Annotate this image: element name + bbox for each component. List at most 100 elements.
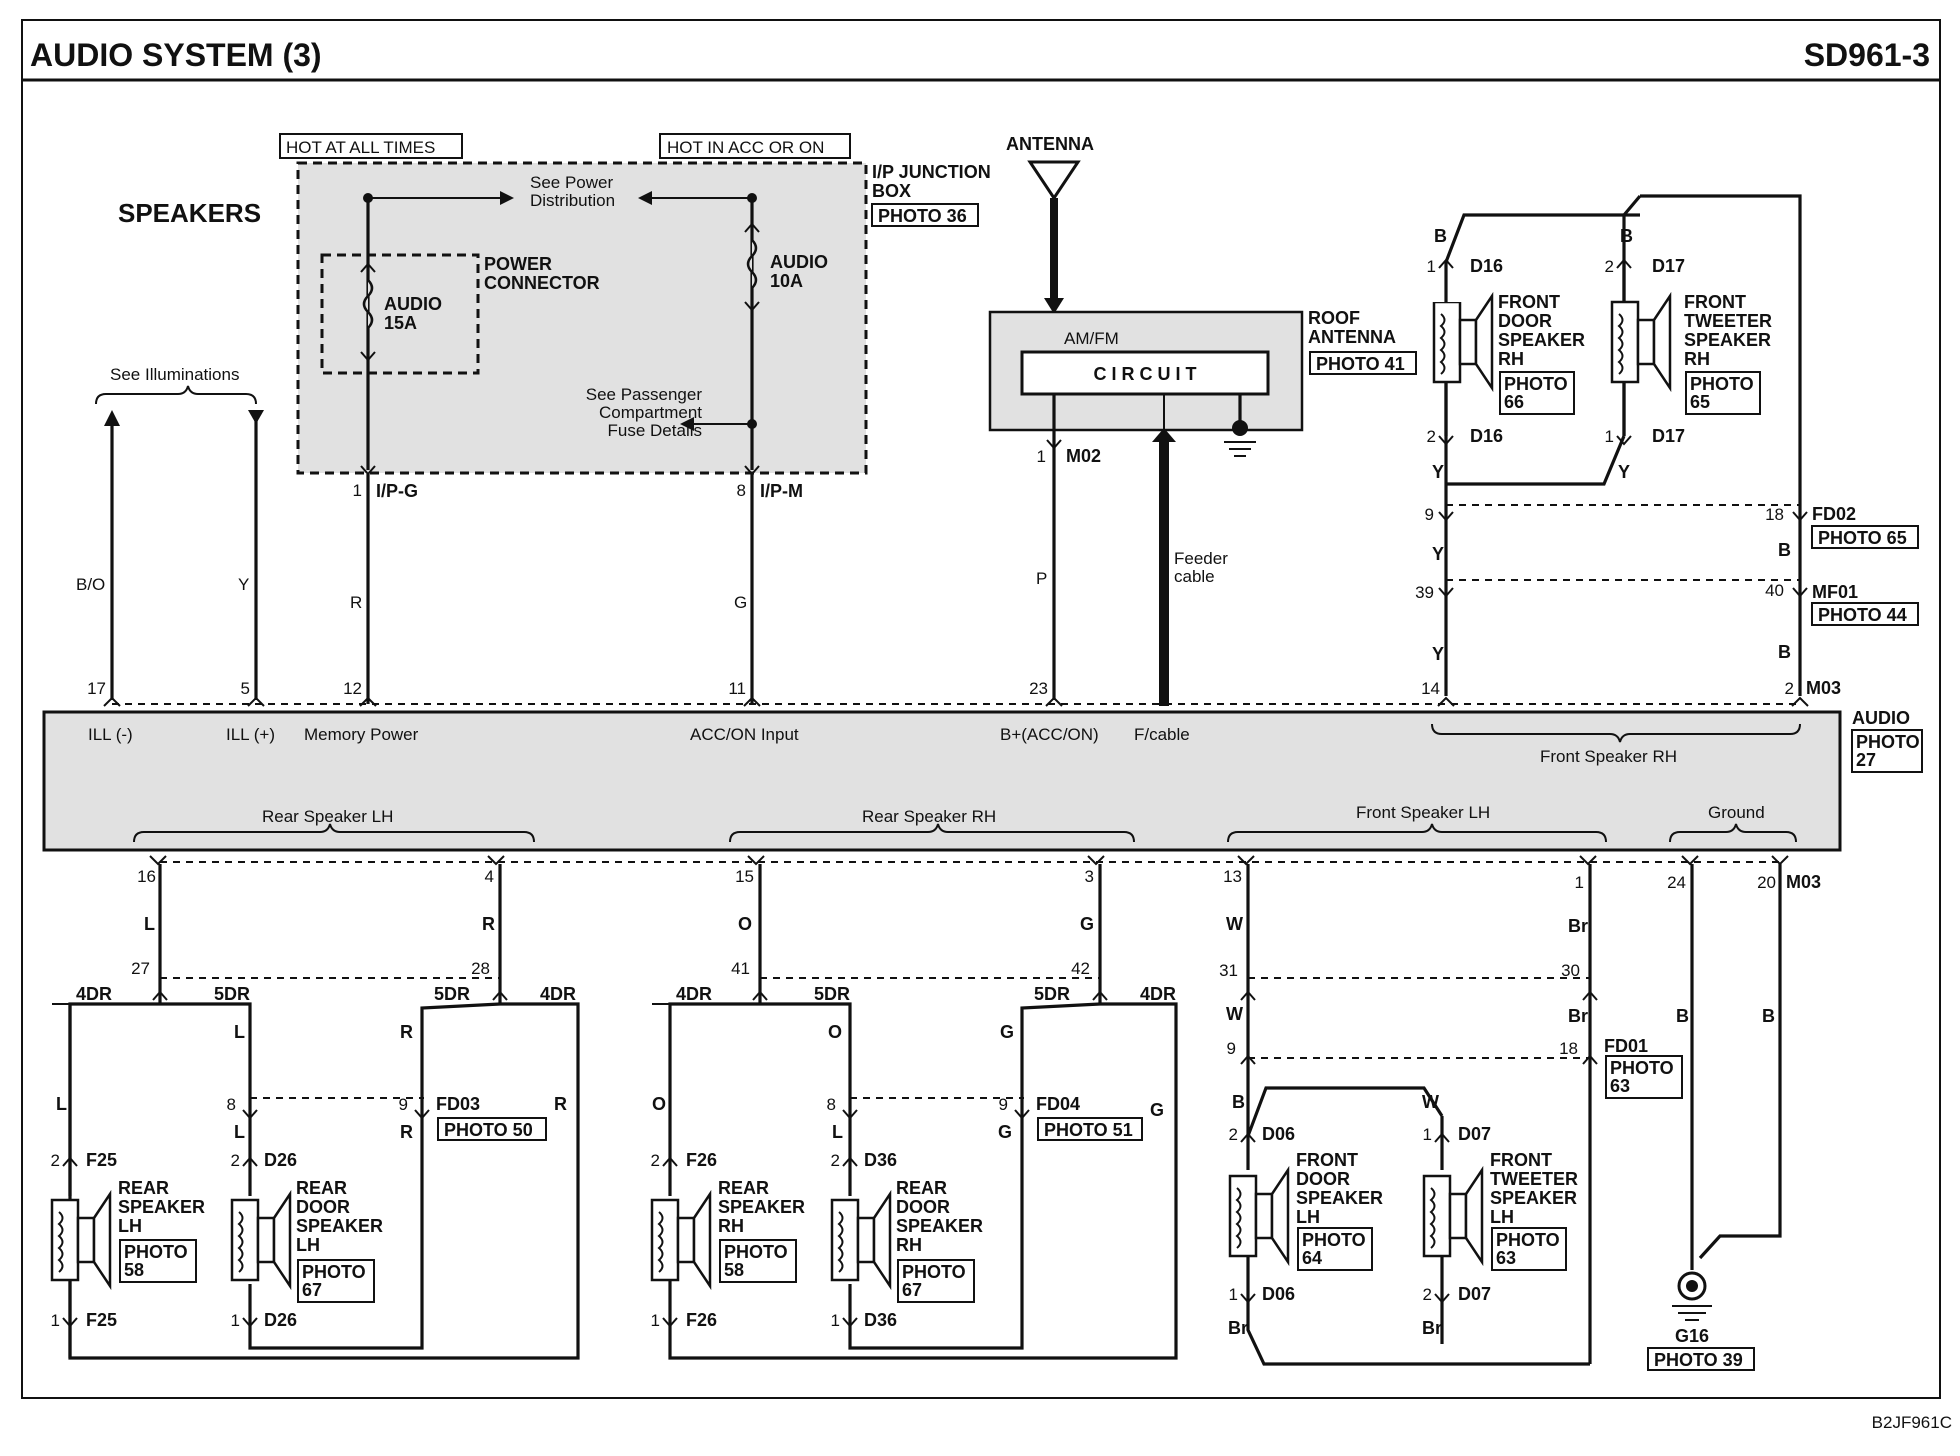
svg-text:14: 14 <box>1421 679 1440 698</box>
svg-text:2: 2 <box>1229 1125 1238 1144</box>
svg-text:8: 8 <box>827 1095 836 1114</box>
svg-text:L: L <box>234 1022 245 1042</box>
junction-box-photo: PHOTO 36 <box>878 206 967 226</box>
svg-text:1: 1 <box>1575 873 1584 892</box>
svg-text:G: G <box>998 1122 1012 1142</box>
group-rear-speaker-lh: Rear Speaker LH <box>262 807 393 826</box>
svg-text:15: 15 <box>735 867 754 886</box>
svg-text:D26: D26 <box>264 1150 297 1170</box>
svg-text:D06: D06 <box>1262 1124 1295 1144</box>
ground-g16: G16 <box>1675 1326 1709 1346</box>
svg-text:2: 2 <box>51 1151 60 1170</box>
figure-id: B2JF961C <box>1872 1413 1952 1432</box>
svg-text:D17: D17 <box>1652 256 1685 276</box>
svg-text:PHOTO 65: PHOTO 65 <box>1818 528 1907 548</box>
svg-text:PHOTO 51: PHOTO 51 <box>1044 1120 1133 1140</box>
svg-text:17: 17 <box>87 679 106 698</box>
svg-text:3: 3 <box>1085 867 1094 886</box>
page-frame <box>21 19 1941 1399</box>
svg-text:M03: M03 <box>1786 872 1821 892</box>
svg-text:G: G <box>1150 1100 1164 1120</box>
svg-text:PHOTO 50: PHOTO 50 <box>444 1120 533 1140</box>
svg-text:41: 41 <box>731 959 750 978</box>
svg-text:4DR: 4DR <box>1140 984 1176 1004</box>
terminal-b-plus: B+(ACC/ON) <box>1000 725 1099 744</box>
section-title: SPEAKERS <box>118 198 261 228</box>
svg-text:W: W <box>1226 914 1243 934</box>
front-speaker-rh-circuit <box>1430 194 1808 696</box>
svg-text:4DR: 4DR <box>76 984 112 1004</box>
svg-text:G: G <box>1000 1022 1014 1042</box>
svg-text:B: B <box>1778 642 1791 662</box>
svg-text:R: R <box>350 593 362 612</box>
terminal-acc-on-input: ACC/ON Input <box>690 725 799 744</box>
svg-text:O: O <box>652 1094 666 1114</box>
svg-text:O: O <box>738 914 752 934</box>
svg-text:1: 1 <box>1037 447 1046 466</box>
hot-acc-on-label: HOT IN ACC OR ON <box>667 138 824 157</box>
see-illuminations: See Illuminations <box>110 365 239 384</box>
svg-text:D07: D07 <box>1458 1124 1491 1144</box>
rear-speaker-rh-circuit <box>650 864 1178 1360</box>
svg-text:D16: D16 <box>1470 256 1503 276</box>
svg-text:39: 39 <box>1415 583 1434 602</box>
ip-junction-box: HOT AT ALL TIMES HOT IN ACC OR ON I/P JU… <box>279 133 991 476</box>
svg-text:Y: Y <box>1432 544 1444 564</box>
conn-ip-m: I/P-M <box>760 481 803 501</box>
roof-antenna-photo: PHOTO 41 <box>1316 354 1405 374</box>
svg-text:L: L <box>144 914 155 934</box>
svg-text:D07: D07 <box>1458 1284 1491 1304</box>
svg-text:R: R <box>554 1094 567 1114</box>
svg-text:2: 2 <box>231 1151 240 1170</box>
svg-text:5DR: 5DR <box>814 984 850 1004</box>
svg-text:1: 1 <box>831 1311 840 1330</box>
am-fm-label: AM/FM <box>1064 329 1119 348</box>
svg-text:B: B <box>1232 1092 1245 1112</box>
group-ground: Ground <box>1708 803 1765 822</box>
svg-text:Y: Y <box>1432 644 1444 664</box>
svg-text:42: 42 <box>1071 959 1090 978</box>
svg-text:4DR: 4DR <box>540 984 576 1004</box>
svg-text:B/O: B/O <box>76 575 105 594</box>
svg-text:40: 40 <box>1765 581 1784 600</box>
svg-text:1: 1 <box>51 1311 60 1330</box>
svg-text:31: 31 <box>1219 961 1238 980</box>
svg-text:9: 9 <box>1425 505 1434 524</box>
svg-text:R: R <box>400 1022 413 1042</box>
ground-photo: PHOTO 39 <box>1654 1350 1743 1370</box>
svg-text:L: L <box>234 1122 245 1142</box>
front-speaker-lh-circuit <box>1228 864 1598 1366</box>
hot-all-times-label: HOT AT ALL TIMES <box>286 138 435 157</box>
svg-text:B: B <box>1620 226 1633 246</box>
svg-text:F25: F25 <box>86 1150 117 1170</box>
svg-text:16: 16 <box>137 867 156 886</box>
svg-text:D36: D36 <box>864 1150 897 1170</box>
antenna-label: ANTENNA <box>1006 134 1094 154</box>
svg-text:B: B <box>1676 1006 1689 1026</box>
svg-text:27: 27 <box>131 959 150 978</box>
group-front-speaker-lh: Front Speaker LH <box>1356 803 1490 822</box>
svg-text:R: R <box>400 1122 413 1142</box>
group-rear-speaker-rh: Rear Speaker RH <box>862 807 996 826</box>
svg-text:1: 1 <box>651 1311 660 1330</box>
svg-text:Br: Br <box>1228 1318 1248 1338</box>
svg-text:24: 24 <box>1667 873 1686 892</box>
svg-text:2: 2 <box>651 1151 660 1170</box>
svg-text:G: G <box>734 593 747 612</box>
conn-m02: M02 <box>1066 446 1101 466</box>
